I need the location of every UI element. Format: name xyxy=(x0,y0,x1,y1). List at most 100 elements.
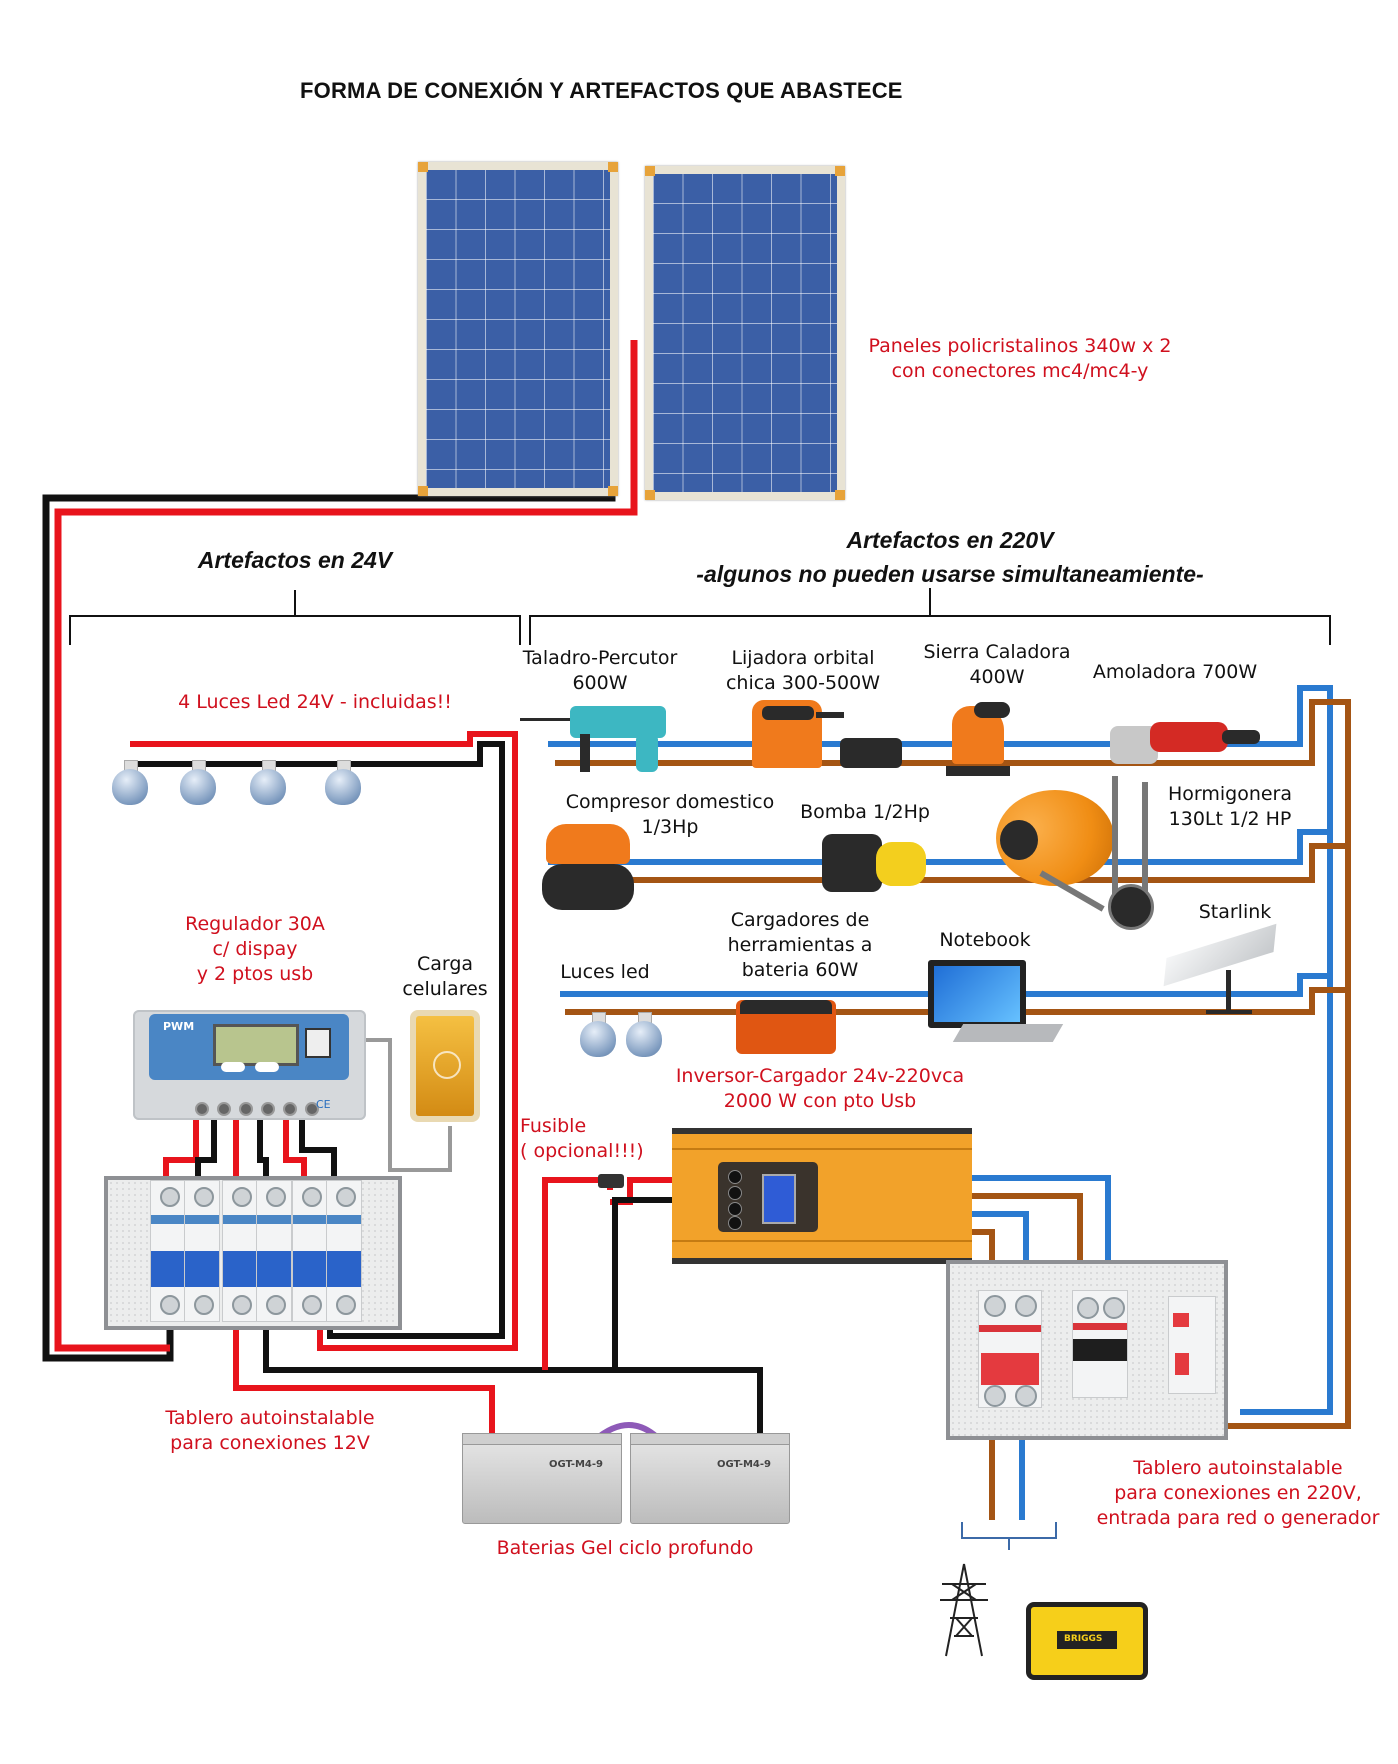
air-compressor-icon xyxy=(540,820,636,916)
solar-panel-2 xyxy=(645,166,845,500)
power-tower-icon xyxy=(940,1563,988,1657)
appliance-power: 1/3Hp xyxy=(641,816,699,838)
appliance-name: Hormigonera xyxy=(1167,783,1293,805)
section-220v-label: Artefactos en 220V -algunos no pueden us… xyxy=(650,523,1250,591)
inverter-label: Inversor-Cargador 24v-220vca 2000 W con … xyxy=(660,1064,980,1114)
led-bulb-icon xyxy=(626,1012,662,1058)
angle-grinder-icon xyxy=(1110,708,1260,764)
appliance-label-starlink: Starlink xyxy=(1180,900,1290,925)
appliance-name: Sierra Caladora xyxy=(923,641,1071,663)
led-wires xyxy=(130,731,518,1351)
dc-breaker xyxy=(222,1180,258,1322)
fuse-label-line2: ( opcional!!!) xyxy=(520,1140,644,1162)
batteries-label: Baterias Gel ciclo profundo xyxy=(496,1537,754,1559)
inverter-label-line2: 2000 W con pto Usb xyxy=(723,1090,917,1112)
section-220v-title: Artefactos en 220V xyxy=(846,527,1054,553)
hammer-drill-icon xyxy=(520,700,680,772)
generator-brand: BRIGGS xyxy=(1064,1634,1103,1644)
appliance-label-notebook: Notebook xyxy=(920,928,1050,953)
led-bulb-icon xyxy=(580,1012,616,1058)
jigsaw-icon xyxy=(946,698,1018,780)
smartphone-icon xyxy=(410,1010,480,1122)
page-title: FORMA DE CONEXIÓN Y ARTEFACTOS QUE ABAST… xyxy=(300,78,903,103)
appliance-label-hammer-drill: Taladro-Percutor 600W xyxy=(510,646,690,696)
section-24v-label: Artefactos en 24V xyxy=(197,547,393,573)
appliance-label-tool-chargers: Cargadores de herramientas a bateria 60W xyxy=(700,908,900,983)
appliance-label-cement-mixer: Hormigonera 130Lt 1/2 HP xyxy=(1150,782,1310,832)
panels-label: Paneles policristalinos 340w x 2 con con… xyxy=(860,334,1180,384)
appliance-power: bateria 60W xyxy=(741,959,859,981)
appliance-power: chica 300-500W xyxy=(725,672,881,694)
appliance-name: Lijadora orbital xyxy=(731,647,875,669)
regulator-display xyxy=(213,1024,299,1066)
dc-board-label: Tablero autoinstalable para conexiones 1… xyxy=(140,1406,400,1456)
fuse-label-line1: Fusible xyxy=(520,1115,587,1137)
regulator-label-line2: c/ dispay xyxy=(212,938,298,960)
led-bulb-icon xyxy=(250,760,286,806)
regulator-label-line3: y 2 ptos usb xyxy=(196,963,314,985)
appliance-power: 130Lt 1/2 HP xyxy=(1168,808,1292,830)
solar-panel-1 xyxy=(418,162,618,496)
battery-wires xyxy=(233,1177,763,1438)
panels-label-line2: con conectores mc4/mc4-y xyxy=(891,360,1149,382)
regulator-label: Regulador 30A c/ dispay y 2 ptos usb xyxy=(150,912,360,987)
phone-charge-label: Carga celulares xyxy=(390,952,500,1002)
inverter-label-line1: Inversor-Cargador 24v-220vca xyxy=(675,1065,965,1087)
fuse-body xyxy=(598,1174,624,1188)
led-bulb-icon xyxy=(112,760,148,806)
panels-label-line1: Paneles policristalinos 340w x 2 xyxy=(868,335,1172,357)
appliance-label-jigsaw: Sierra Caladora 400W xyxy=(912,640,1082,690)
inverter-display xyxy=(762,1174,796,1224)
dc-breaker xyxy=(292,1180,328,1322)
dc-breaker xyxy=(184,1180,220,1322)
ac-board-label-line3: entrada para red o generador xyxy=(1096,1507,1380,1529)
battery-charger-icon xyxy=(736,1000,836,1054)
appliance-name: Amoladora 700W xyxy=(1092,661,1258,683)
bracket-220v xyxy=(529,588,1331,645)
phone-charge-label-line2: celulares xyxy=(402,978,488,1000)
ac-board-label-line2: para conexiones en 220V, xyxy=(1114,1482,1362,1504)
generator-icon: BRIGGS xyxy=(1026,1602,1148,1680)
fuse-label: Fusible ( opcional!!!) xyxy=(520,1114,660,1164)
ac-board-label-line1: Tablero autoinstalable xyxy=(1133,1457,1343,1479)
appliance-name: Cargadores de xyxy=(730,909,870,931)
gel-battery: OGT-M4-9 xyxy=(630,1433,790,1524)
charge-regulator: PWM CE xyxy=(133,1010,366,1120)
ac-board-label: Tablero autoinstalable para conexiones e… xyxy=(1078,1456,1398,1531)
appliance-name: Notebook xyxy=(939,929,1031,951)
dc-breaker xyxy=(256,1180,292,1322)
ce-mark: CE xyxy=(316,1098,331,1111)
inverter-charger xyxy=(672,1128,972,1264)
ac-transfer-breaker xyxy=(1072,1290,1128,1398)
dc-breaker xyxy=(326,1180,362,1322)
dc-board-label-line1: Tablero autoinstalable xyxy=(165,1407,375,1429)
usb-port-icon xyxy=(305,1028,331,1058)
regulator-brand: PWM xyxy=(163,1020,195,1033)
led-bulb-icon xyxy=(325,760,361,806)
appliance-name: Taladro-Percutor xyxy=(522,647,678,669)
usb-cable xyxy=(366,1038,452,1172)
appliance-name: Compresor domestico xyxy=(565,791,775,813)
appliance-power: 400W xyxy=(969,666,1025,688)
appliance-name: Luces led xyxy=(560,961,650,983)
starlink-dish-icon xyxy=(1163,923,1290,1020)
battery-model: OGT-M4-9 xyxy=(716,1459,771,1470)
appliance-power: 600W xyxy=(572,672,628,694)
battery-model: OGT-M4-9 xyxy=(548,1459,603,1470)
appliance-name: Starlink xyxy=(1198,901,1272,923)
regulator-label-line1: Regulador 30A xyxy=(185,913,325,935)
inverter-control-panel xyxy=(718,1162,818,1232)
phone-charge-label-line1: Carga xyxy=(416,953,474,975)
ac-differential-breaker xyxy=(1168,1296,1216,1394)
ac-main-breaker xyxy=(978,1290,1042,1408)
dc-board-label-line2: para conexiones 12V xyxy=(170,1432,370,1454)
orbital-sander-icon xyxy=(752,700,912,770)
bracket-24v xyxy=(69,590,521,645)
appliance-name: Bomba 1/2Hp xyxy=(800,801,930,823)
appliance-label-orbital-sander: Lijadora orbital chica 300-500W xyxy=(718,646,888,696)
water-pump-icon xyxy=(822,828,932,898)
led-bulb-icon xyxy=(180,760,216,806)
dc-breaker xyxy=(150,1180,186,1322)
cement-mixer-icon xyxy=(996,776,1166,930)
appliance-label-pump: Bomba 1/2Hp xyxy=(790,800,940,825)
